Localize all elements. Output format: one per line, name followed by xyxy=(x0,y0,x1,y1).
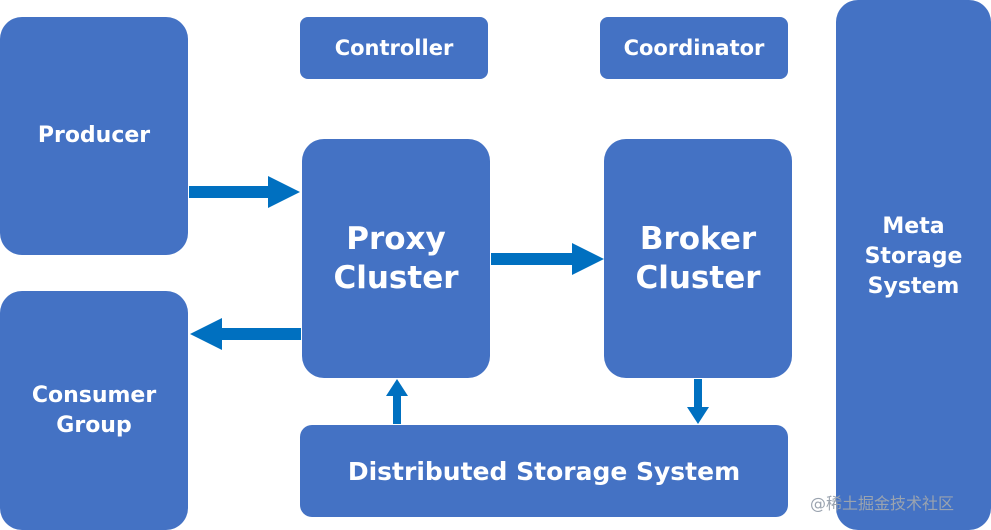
proxy-cluster-box: Proxy Cluster xyxy=(302,139,490,378)
proxy-cluster-label: Proxy Cluster xyxy=(333,220,459,296)
arrow-proxy-to-broker xyxy=(491,243,604,275)
broker-cluster-label: Broker Cluster xyxy=(635,220,761,296)
distributed-storage-box: Distributed Storage System xyxy=(300,425,788,517)
consumer-group-box: Consumer Group xyxy=(0,291,188,530)
controller-label: Controller xyxy=(334,36,454,60)
distributed-storage-label: Distributed Storage System xyxy=(347,456,741,486)
arrow-broker-to-storage xyxy=(687,379,709,424)
producer-box: Producer xyxy=(0,17,188,255)
arrow-producer-to-proxy xyxy=(189,176,300,208)
broker-cluster-box: Broker Cluster xyxy=(604,139,792,378)
arrow-storage-to-proxy xyxy=(386,379,408,424)
watermark-text: @稀土掘金技术社区 xyxy=(810,494,955,513)
controller-box: Controller xyxy=(300,17,488,79)
coordinator-label: Coordinator xyxy=(623,36,765,60)
meta-storage-box: Meta Storage System xyxy=(836,0,991,530)
arrow-proxy-to-consumer xyxy=(190,318,301,350)
coordinator-box: Coordinator xyxy=(600,17,788,79)
producer-label: Producer xyxy=(37,123,151,148)
consumer-group-label: Consumer Group xyxy=(31,382,157,438)
meta-storage-label: Meta Storage System xyxy=(864,214,963,299)
